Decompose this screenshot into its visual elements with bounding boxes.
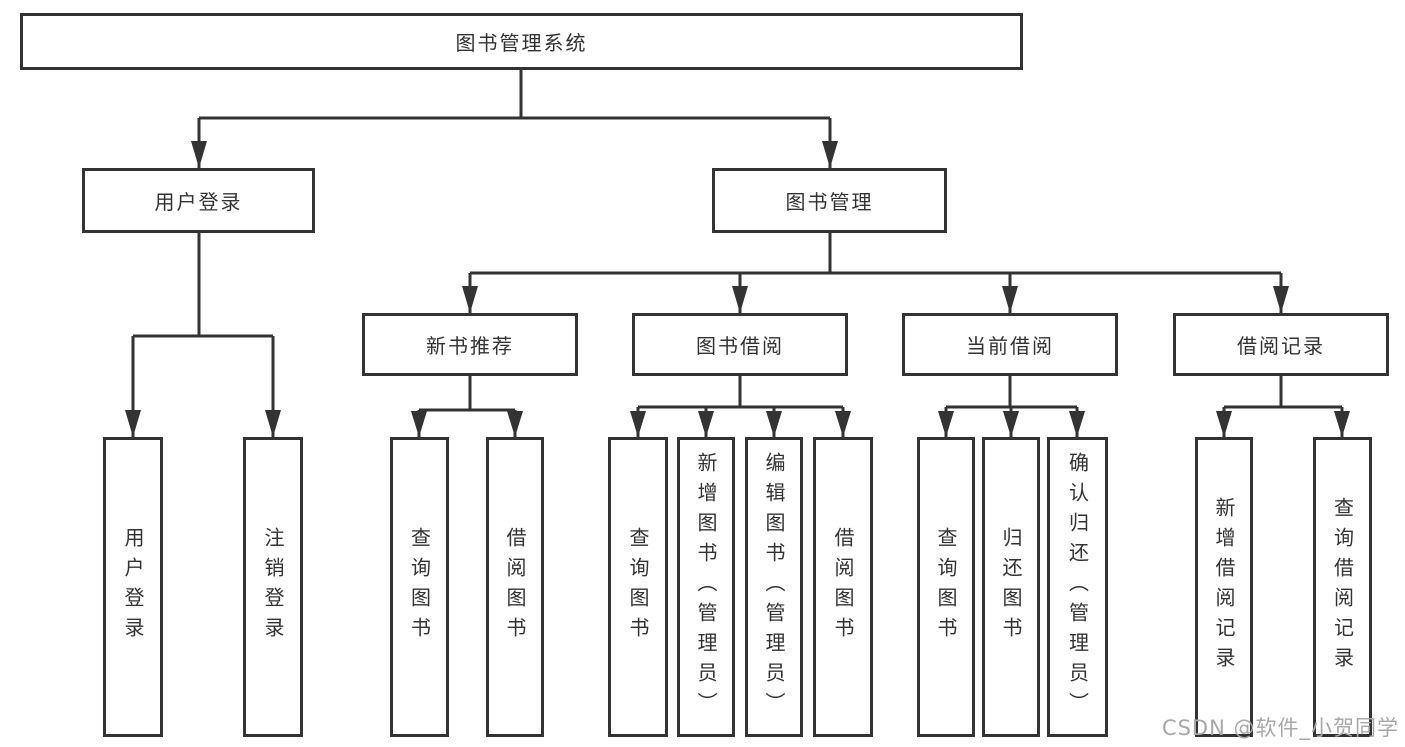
node-user-login: 用户登录	[82, 168, 315, 233]
leaf-query-borrow-record: 查询借阅记录	[1313, 437, 1372, 737]
arrowhead-icon	[630, 411, 646, 437]
arrowhead-icon	[822, 141, 838, 168]
arrowhead-icon	[462, 286, 478, 313]
leaf-query-books-borrow: 查询图书	[608, 437, 668, 737]
connector-path	[131, 69, 1344, 437]
arrowhead-icon	[732, 286, 748, 313]
arrowhead-icon	[191, 141, 207, 168]
leaf-logout: 注销登录	[243, 437, 303, 737]
arrowhead-icon	[1002, 286, 1018, 313]
leaf-add-borrow-record: 新增借阅记录	[1195, 437, 1253, 737]
arrowhead-icon	[125, 410, 141, 437]
node-library-management-system: 图书管理系统	[20, 13, 1023, 70]
csdn-watermark: CSDN @软件_小贺同学	[1161, 716, 1399, 740]
arrowhead-icon	[835, 411, 851, 437]
node-new-book-recommendation: 新书推荐	[362, 313, 578, 376]
node-borrowing-records: 借阅记录	[1173, 313, 1389, 376]
arrowhead-icon	[1069, 411, 1085, 437]
leaf-borrow-books: 借阅图书	[813, 437, 873, 737]
node-current-borrowing: 当前借阅	[902, 313, 1118, 376]
arrowhead-icon	[1216, 411, 1232, 437]
leaf-query-books-current: 查询图书	[917, 437, 975, 737]
arrowhead-icon	[766, 411, 782, 437]
arrowhead-icon	[938, 411, 954, 437]
leaf-edit-book-admin: 编辑图书（管理员）	[745, 437, 803, 737]
leaf-borrow-books-recommend: 借阅图书	[486, 437, 544, 737]
node-book-management: 图书管理	[712, 168, 947, 233]
arrowhead-icon	[1003, 411, 1019, 437]
arrowhead-icon	[507, 411, 523, 437]
arrowhead-icon	[265, 410, 281, 437]
arrowhead-icon	[698, 411, 714, 437]
leaf-add-book-admin: 新增图书（管理员）	[677, 437, 735, 737]
leaf-confirm-return-admin: 确认归还（管理员）	[1047, 437, 1108, 737]
leaf-return-book: 归还图书	[982, 437, 1040, 737]
leaf-query-books-recommend: 查询图书	[390, 437, 449, 737]
node-book-borrowing: 图书借阅	[632, 313, 848, 376]
arrowhead-icon	[1273, 286, 1289, 313]
leaf-user-login: 用户登录	[103, 437, 163, 737]
arrowhead-icon	[1334, 411, 1350, 437]
arrowhead-icon	[411, 411, 427, 437]
